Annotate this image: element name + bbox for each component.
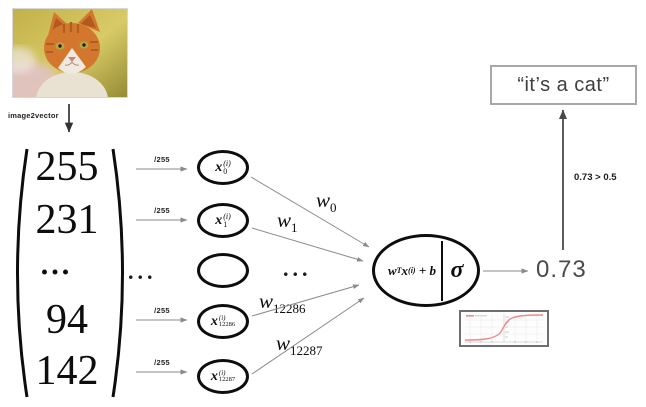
vector-value: 255 bbox=[35, 144, 99, 190]
result-box: “it’s a cat” bbox=[490, 65, 637, 105]
node-symbol: x bbox=[210, 368, 218, 384]
vector-value: 231 bbox=[35, 197, 99, 243]
cat-photo bbox=[12, 8, 128, 98]
node-symbol: x bbox=[210, 313, 218, 329]
threshold-label: 0.73 > 0.5 bbox=[574, 172, 617, 183]
scale-arrow-label: /255 bbox=[154, 206, 170, 215]
weight-label-w12286: w12286 bbox=[259, 289, 306, 317]
input-node-x12287: x(i)12287 bbox=[197, 359, 249, 394]
neuron-sigma: σ bbox=[450, 257, 464, 283]
input-node-ellipsis bbox=[197, 253, 249, 288]
input-node-x0: x(i)0 bbox=[197, 150, 249, 185]
weight-label-w12287: w12287 bbox=[276, 331, 323, 359]
node-symbol: x bbox=[215, 212, 223, 228]
image2vector-label: image2vector bbox=[8, 111, 59, 120]
scale-arrow-label: /255 bbox=[154, 155, 170, 164]
result-label: “it’s a cat” bbox=[517, 73, 610, 96]
output-value: 0.73 bbox=[536, 256, 587, 283]
ellipsis-left: ... bbox=[128, 259, 157, 284]
weight-label-w0: w0 bbox=[316, 188, 337, 216]
scale-arrow-label: /255 bbox=[154, 358, 170, 367]
vector-value: 142 bbox=[35, 348, 99, 394]
weight-label-w1: w1 bbox=[277, 208, 298, 236]
vector-ellipsis: ... bbox=[39, 238, 71, 284]
node-symbol: x bbox=[215, 159, 223, 175]
input-node-x1: x(i)1 bbox=[197, 203, 249, 238]
scale-arrow-label: /255 bbox=[154, 306, 170, 315]
vector-value: 94 bbox=[46, 297, 88, 343]
ellipsis-right: ... bbox=[283, 256, 312, 281]
sigmoid-curve-thumbnail bbox=[459, 310, 549, 347]
input-node-x12286: x(i)12286 bbox=[197, 304, 249, 339]
